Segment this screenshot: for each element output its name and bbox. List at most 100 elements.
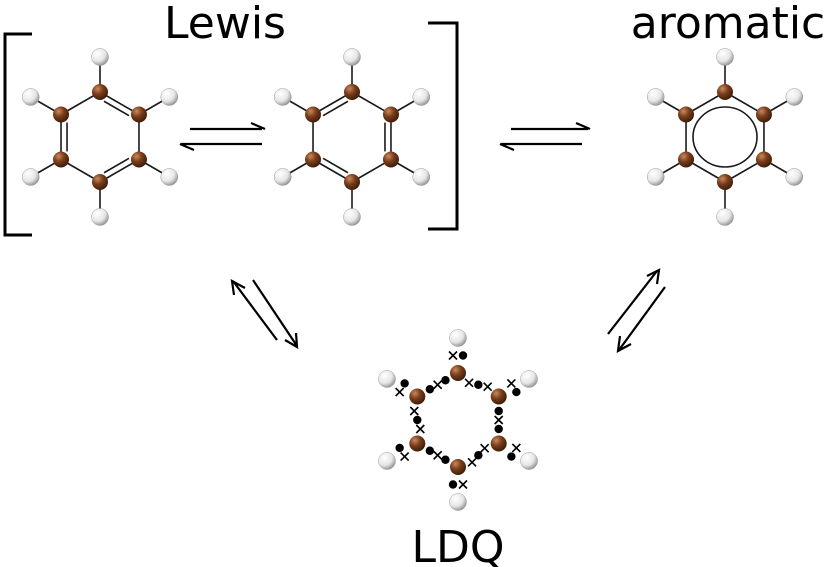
resonance-equilibrium-arrows [179, 121, 266, 152]
carbon-atom [717, 174, 733, 190]
cross-stroke [415, 424, 425, 434]
carbon-atom [130, 106, 147, 123]
electron-cross [433, 380, 443, 390]
carbon-atom [53, 106, 70, 123]
hydrogen-atom [273, 88, 292, 106]
electron-dot [474, 380, 483, 389]
electron-cross [395, 387, 405, 397]
carbon-atom [92, 84, 108, 100]
electron-dot [425, 385, 435, 394]
electron-dot [507, 452, 516, 461]
electron-dot [474, 451, 483, 460]
electron-cross [494, 415, 504, 425]
carbon-atom [409, 388, 426, 405]
cross-stroke [506, 378, 516, 388]
aromatic-label: aromatic [631, 0, 826, 49]
hydrogen-atom [785, 168, 804, 186]
hydrogen-atom [716, 48, 734, 66]
hydrogen-atom [160, 168, 179, 186]
hydrogen-atom [520, 370, 538, 388]
carbon-atom [678, 106, 695, 123]
carbon-atom [678, 151, 695, 168]
carbon-atom [717, 84, 733, 100]
electron-dot [413, 415, 422, 425]
hydrogen-atom [378, 452, 396, 470]
hydrogen-atom [520, 452, 538, 470]
carbon-atom [409, 435, 426, 452]
hydrogen-atom [343, 208, 361, 226]
electron-cross [483, 382, 493, 392]
hydrogen-atom [21, 168, 40, 186]
electron-dot [512, 387, 521, 397]
hydrogen-atom [21, 88, 40, 106]
electron-cross [511, 443, 521, 453]
carbon-atom [382, 106, 399, 123]
cross-stroke [433, 450, 443, 460]
electron-dot [458, 351, 468, 360]
electron-cross [458, 479, 468, 490]
electron-cross [400, 452, 410, 462]
hydrogen-atom [91, 208, 109, 226]
ldq-label: LDQ [411, 522, 504, 567]
electron-dot [400, 379, 409, 388]
electron-dot [441, 376, 450, 385]
cross-stroke [448, 350, 458, 361]
hydrogen-atom [273, 168, 292, 186]
electron-dot [448, 480, 458, 489]
carbon-atom [53, 151, 70, 168]
left-bracket [3, 32, 32, 237]
hydrogen-atom [785, 88, 804, 106]
carbon-atom [382, 151, 399, 168]
cross-stroke [400, 452, 410, 462]
electron-cross [409, 406, 419, 416]
lewis-aromatic-equilibrium-arrows [499, 121, 591, 152]
electron-dot [494, 424, 503, 434]
hydrogen-atom [378, 370, 396, 388]
ldq-structure [378, 329, 538, 511]
cross-stroke [464, 378, 474, 388]
electron-dot [441, 455, 450, 464]
cross-stroke [458, 479, 468, 490]
electron-cross [464, 378, 474, 388]
cross-stroke [409, 406, 419, 416]
electron-cross [467, 457, 477, 467]
hydrogen-atom [91, 48, 109, 66]
double-bond-line [103, 100, 130, 117]
double-bond-line [322, 100, 349, 117]
electron-cross [415, 424, 425, 434]
carbon-atom [450, 365, 466, 381]
cross-stroke [483, 382, 493, 392]
cross-stroke [494, 415, 504, 425]
aromatic-structure [646, 48, 804, 226]
cross-stroke [511, 443, 521, 453]
aromatic-ring-circle [692, 106, 758, 168]
carbon-atom [490, 435, 507, 452]
carbon-atom [344, 174, 360, 190]
carbon-atom [92, 174, 108, 190]
lewis-structure-2 [273, 48, 431, 226]
hydrogen-atom [646, 88, 665, 106]
electron-dot [494, 406, 503, 416]
cross-stroke [395, 387, 405, 397]
carbon-atom [305, 151, 322, 168]
hydrogen-atom [412, 88, 431, 106]
carbon-atom [490, 388, 507, 405]
hydrogen-atom [343, 48, 361, 66]
hydrogen-atom [646, 168, 665, 186]
hydrogen-atom [716, 208, 734, 226]
lewis-label: Lewis [164, 0, 286, 49]
carbon-atom [755, 151, 772, 168]
aromatic-ldq-equilibrium-arrows [607, 268, 666, 353]
electron-cross [433, 450, 443, 460]
cross-stroke [480, 443, 490, 453]
electron-cross [480, 443, 490, 453]
cross-stroke [433, 380, 443, 390]
electron-dot [425, 446, 435, 455]
hydrogen-atom [449, 329, 467, 347]
hydrogen-atom [449, 493, 467, 511]
lewis-ldq-equilibrium-arrows [230, 278, 299, 350]
right-bracket [428, 21, 459, 231]
electron-cross [448, 350, 458, 361]
carbon-atom [344, 84, 360, 100]
